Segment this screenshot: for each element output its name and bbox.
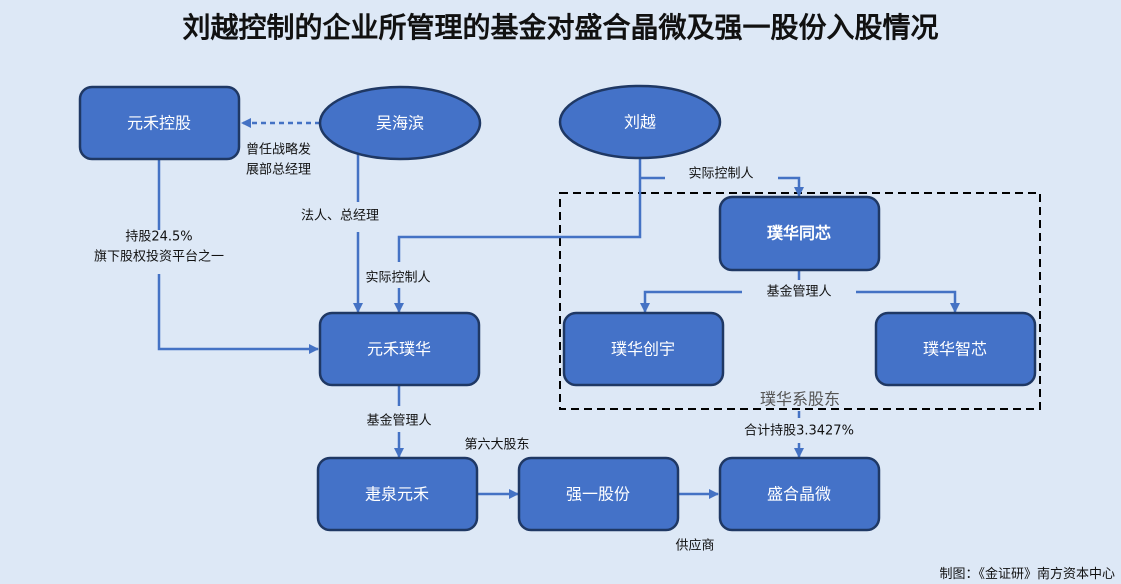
edge-label-former-post-1: 曾任战略发 [246, 142, 311, 158]
group-label: 璞华系股东 [760, 390, 840, 409]
node-label-yuanhe-puhua: 元禾璞华 [367, 340, 431, 359]
edge-label-stake-2: 旗下股权投资平台之一 [94, 249, 224, 265]
edge-label-actual-controller-left: 实际控制人 [365, 271, 430, 286]
node-label-puhua-chuangyu: 璞华创宇 [611, 340, 675, 359]
edge-label-sixth-shareholder: 第六大股东 [464, 438, 529, 453]
edge-label-stake-1: 持股24.5% [125, 230, 192, 245]
node-label-wu-haibin: 吴海滨 [376, 114, 424, 133]
credit-text: 制图：《金证研》南方资本中心 [939, 567, 1115, 582]
node-jianquan-yuanhe[interactable] [316, 456, 479, 532]
node-label-yuanhe-holding: 元禾控股 [127, 114, 191, 133]
edge-tongxin-to-chuangyu [640, 290, 742, 313]
edge-label-total-stake: 合计持股3.3427% [744, 424, 854, 439]
node-label-shenghe: 盛合晶微 [767, 485, 831, 504]
edge-liu-to-yuanhe-puhua [397, 157, 642, 262]
node-label-liu-yue: 刘越 [624, 113, 656, 132]
node-label-qiangyi: 强一股份 [566, 485, 630, 504]
node-puhua-tongxin[interactable] [718, 195, 881, 272]
edge-label-fund-manager-left: 基金管理人 [366, 413, 431, 429]
node-label-puhua-zhixin: 璞华智芯 [923, 340, 987, 359]
node-label-puhua-tongxin: 璞华同芯 [767, 224, 831, 243]
node-wu-haibin[interactable] [318, 85, 482, 161]
node-puhua-chuangyu[interactable] [562, 311, 725, 387]
node-yuanhe-holding[interactable] [78, 85, 241, 161]
node-shenghe[interactable] [718, 456, 881, 532]
node-yuanhe-puhua[interactable] [318, 311, 481, 387]
node-qiangyi[interactable] [517, 456, 680, 532]
edge-holding-to-yuanhe-puhua-2 [157, 274, 319, 354]
node-puhua-zhixin[interactable] [874, 311, 1037, 387]
edge-liu-to-tongxin-2 [778, 176, 804, 197]
edge-label-fund-manager-top: 基金管理人 [766, 284, 831, 300]
diagram-title: 刘越控制的企业所管理的基金对盛合晶微及强一股份入股情况 [182, 11, 939, 44]
edge-tongxin-to-zhixin [856, 290, 960, 313]
node-label-jianquan-yuanhe: 疌泉元禾 [365, 485, 429, 504]
edge-label-legal-rep: 法人、总经理 [301, 209, 379, 224]
edge-label-supplier: 供应商 [675, 538, 714, 554]
edge-label-former-post-2: 展部总经理 [246, 163, 311, 178]
node-liu-yue[interactable] [558, 84, 722, 160]
edge-label-actual-controller-right: 实际控制人 [688, 167, 753, 182]
